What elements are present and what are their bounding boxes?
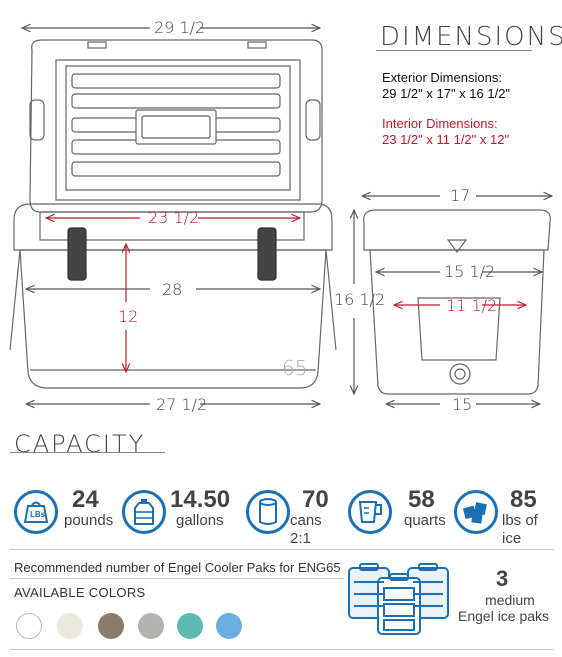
side-bottom-width-label: 15 [452,395,473,414]
dimensions-title-underline [376,50,532,51]
ice-paks-count: 3 [496,566,509,591]
capacity-title-underline [10,452,165,453]
capacity-item-pounds: LBs 24 pounds [14,486,118,536]
dimensions-title: DIMENSIONS [380,22,562,52]
weight-icon: LBs [14,490,58,534]
divider [10,549,554,550]
capacity-title: CAPACITY [14,430,146,458]
exterior-dimensions: Exterior Dimensions: 29 1/2" x 17" x 16 … [382,70,510,102]
water-jug-icon [122,490,166,534]
ice-cubes-icon [454,490,498,534]
capacity-item-cans: 70 cans 2:1 [246,486,346,547]
front-bottom-width-label: 27 1/2 [156,395,208,414]
side-height-label: 16 1/2 [334,290,386,309]
capacity-value: 14.50 [170,486,231,513]
color-swatch-blue[interactable] [216,613,242,639]
front-view [9,28,337,404]
capacity-item-quarts: 58 quarts [348,486,446,536]
side-inner-width-label: 11 1/2 [446,296,498,315]
front-inner-width-label: 23 1/2 [148,208,200,227]
capacity-unit: gallons [176,512,224,529]
capacity-value: 85 [510,486,537,513]
color-swatch-brown[interactable] [98,613,124,639]
model-mark: 65 [282,356,308,380]
exterior-dimensions-value: 29 1/2" x 17" x 16 1/2" [382,86,511,101]
ice-paks-size: medium [485,592,535,608]
capacity-value: 70 [302,486,329,513]
ice-pak-recommendation: Recommended number of Engel Cooler Paks … [14,560,341,575]
front-top-width-label: 29 1/2 [154,18,206,37]
side-inner-top-label: 15 1/2 [444,262,496,281]
front-body-width-label: 28 [162,280,183,299]
available-colors-label: AVAILABLE COLORS [14,585,146,600]
bottom-divider [10,649,554,650]
capacity-value: 24 [72,486,99,513]
capacity-item-ice: 85 lbs of ice [454,486,558,547]
capacity-unit: quarts [404,512,446,529]
interior-dimensions-value: 23 1/2" x 11 1/2" x 12" [382,132,510,147]
interior-dimensions-label: Interior Dimensions: [382,116,498,131]
color-swatch-teal[interactable] [177,613,203,639]
interior-dimensions: Interior Dimensions: 23 1/2" x 11 1/2" x… [382,116,509,148]
measuring-cup-icon [348,490,392,534]
color-swatch-gray[interactable] [138,613,164,639]
capacity-item-gallons: 14.50 gallons [122,486,234,536]
capacity-unit: cans 2:1 [290,512,322,547]
front-inner-depth-label: 12 [118,307,139,326]
side-view [354,196,552,404]
capacity-unit: lbs of ice [502,512,538,547]
cooler-drawings [9,0,562,420]
capacity-value: 58 [408,486,435,513]
capacity-unit: pounds [64,512,114,529]
exterior-dimensions-label: Exterior Dimensions: [382,70,502,85]
divider [10,578,344,579]
ice-pak-icon [348,563,449,635]
side-top-width-label: 17 [450,186,471,205]
weight-icon-label: LBs [30,510,46,519]
ice-paks-name: Engel ice paks [458,608,550,624]
can-icon [246,490,290,534]
color-swatch-cream[interactable] [57,613,83,639]
color-swatch-white[interactable] [16,613,42,639]
